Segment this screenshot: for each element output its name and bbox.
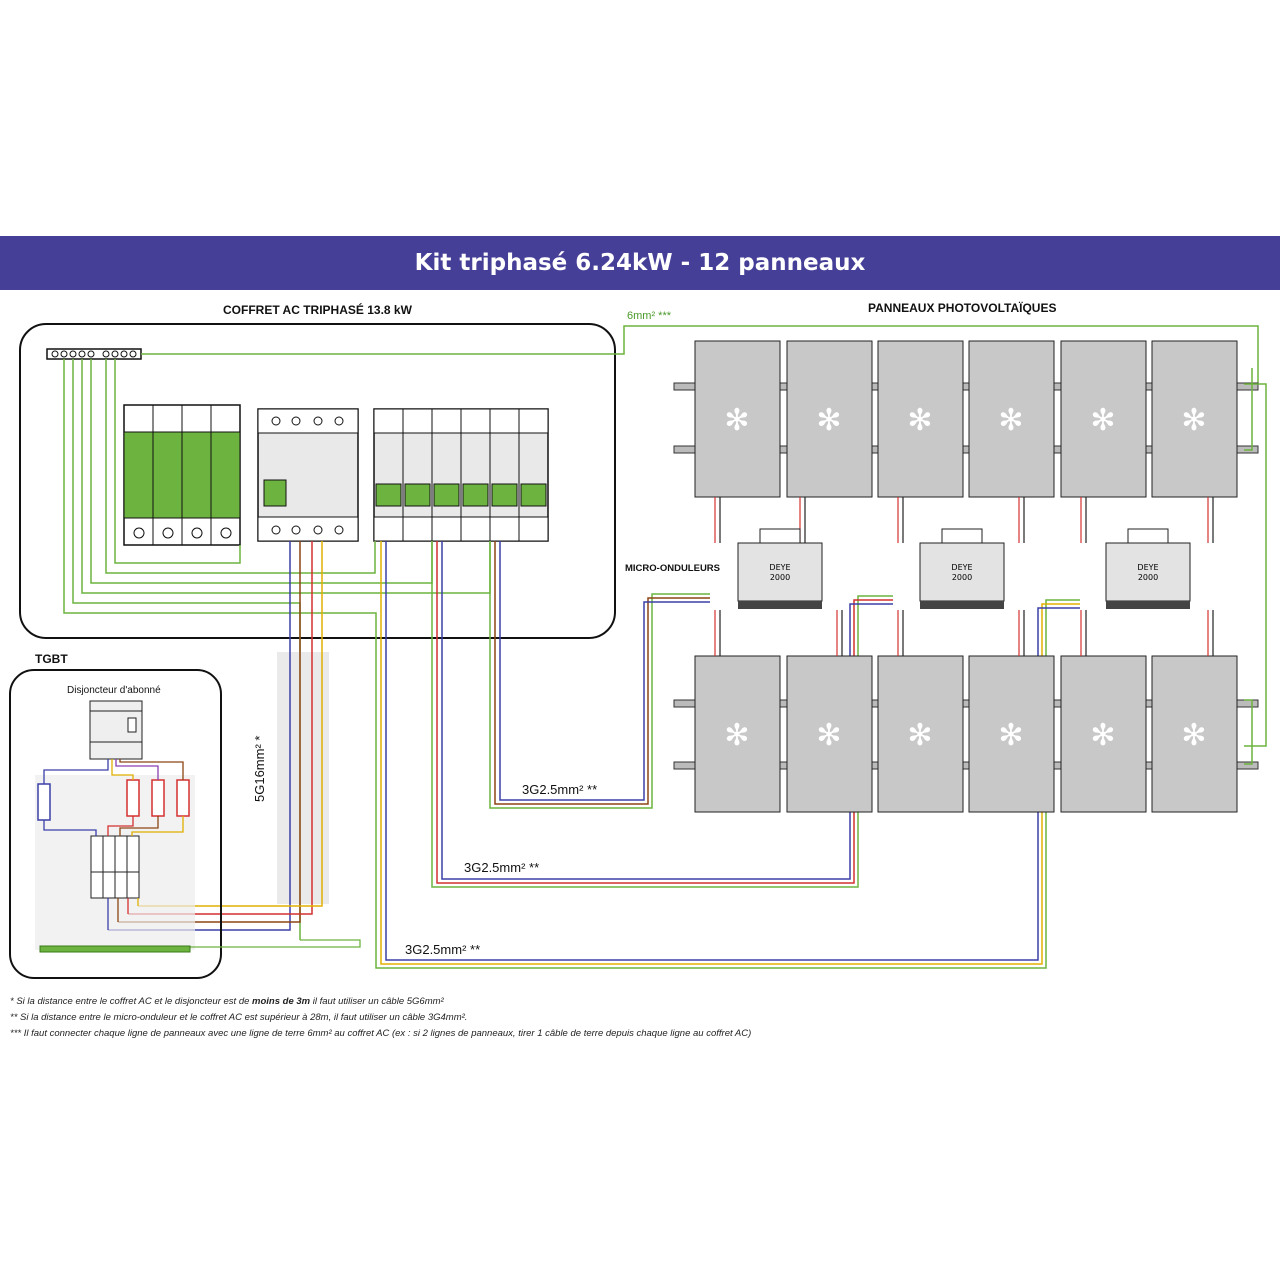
solar-panels-top-row <box>673 340 1259 498</box>
svg-text:✻: ✻ <box>1090 403 1115 438</box>
earth-bar-screws <box>51 350 137 358</box>
svg-text:✻: ✻ <box>724 718 749 753</box>
inverter-3-model: 2000 <box>1138 573 1158 582</box>
svg-text:✻: ✻ <box>998 403 1023 438</box>
line2-cable-label: 3G2.5mm² ** <box>464 860 540 875</box>
svg-text:✻: ✻ <box>907 718 932 753</box>
tgbt-terminal-blocks <box>37 779 190 821</box>
svg-text:✻: ✻ <box>1181 403 1206 438</box>
micro-inverter-2: DEYE 2000 <box>919 528 1005 609</box>
micro-inverter-1: DEYE 2000 <box>737 528 823 609</box>
inverter-1-model: 2000 <box>770 573 790 582</box>
panel-earth-chain <box>1244 368 1267 765</box>
tgbt-label: TGBT <box>35 652 68 666</box>
inverter-1-brand: DEYE <box>769 563 790 572</box>
svg-text:✻: ✻ <box>1181 718 1206 753</box>
footnote-2: ** Si la distance entre le micro-onduleu… <box>10 1012 468 1023</box>
tgbt-breaker <box>90 835 140 899</box>
micro-onduleurs-label: MICRO-ONDULEURS <box>625 563 720 574</box>
tgbt-wires <box>43 759 361 948</box>
coffret-ac-enclosure <box>19 323 616 639</box>
differential-switch <box>257 408 359 542</box>
inverter-2-model: 2000 <box>952 573 972 582</box>
footnote-1: * Si la distance entre le coffret AC et … <box>10 996 444 1007</box>
svg-text:✻: ✻ <box>724 403 749 438</box>
panel-logo-icons: ✻ ✻ ✻ ✻ ✻ ✻ ✻ ✻ ✻ ✻ ✻ ✻ <box>724 403 1206 753</box>
tgbt-enclosure <box>9 669 222 979</box>
footnote-3: *** Il faut connecter chaque ligne de pa… <box>10 1028 752 1039</box>
dc-wires <box>714 497 1214 656</box>
svg-text:✻: ✻ <box>816 403 841 438</box>
line1-cable-label: 3G2.5mm² ** <box>522 782 598 797</box>
svg-text:✻: ✻ <box>816 718 841 753</box>
inverter-2-brand: DEYE <box>951 563 972 572</box>
solar-panels-bottom-row <box>673 655 1259 813</box>
title-banner: Kit triphasé 6.24kW - 12 panneaux <box>0 236 1280 290</box>
inverter-3-brand: DEYE <box>1137 563 1158 572</box>
svg-text:✻: ✻ <box>1090 718 1115 753</box>
tgbt-earth-bar <box>39 945 191 953</box>
earth-cable-label: 6mm² *** <box>627 310 672 322</box>
panneaux-label: PANNEAUX PHOTOVOLTAÏQUES <box>868 301 1057 315</box>
line-cables <box>380 541 1080 965</box>
line3-cable-label: 3G2.5mm² ** <box>405 942 481 957</box>
subscriber-breaker <box>89 700 143 760</box>
page-title: Kit triphasé 6.24kW - 12 panneaux <box>414 250 866 276</box>
circuit-breakers <box>373 408 549 542</box>
surge-protector <box>123 404 241 546</box>
disjoncteur-abonne-label: Disjoncteur d'abonné <box>67 685 161 696</box>
svg-text:✻: ✻ <box>907 403 932 438</box>
coffret-ac-label: COFFRET AC TRIPHASÉ 13.8 kW <box>223 303 412 317</box>
micro-inverter-3: DEYE 2000 <box>1105 528 1191 609</box>
svg-text:✻: ✻ <box>998 718 1023 753</box>
